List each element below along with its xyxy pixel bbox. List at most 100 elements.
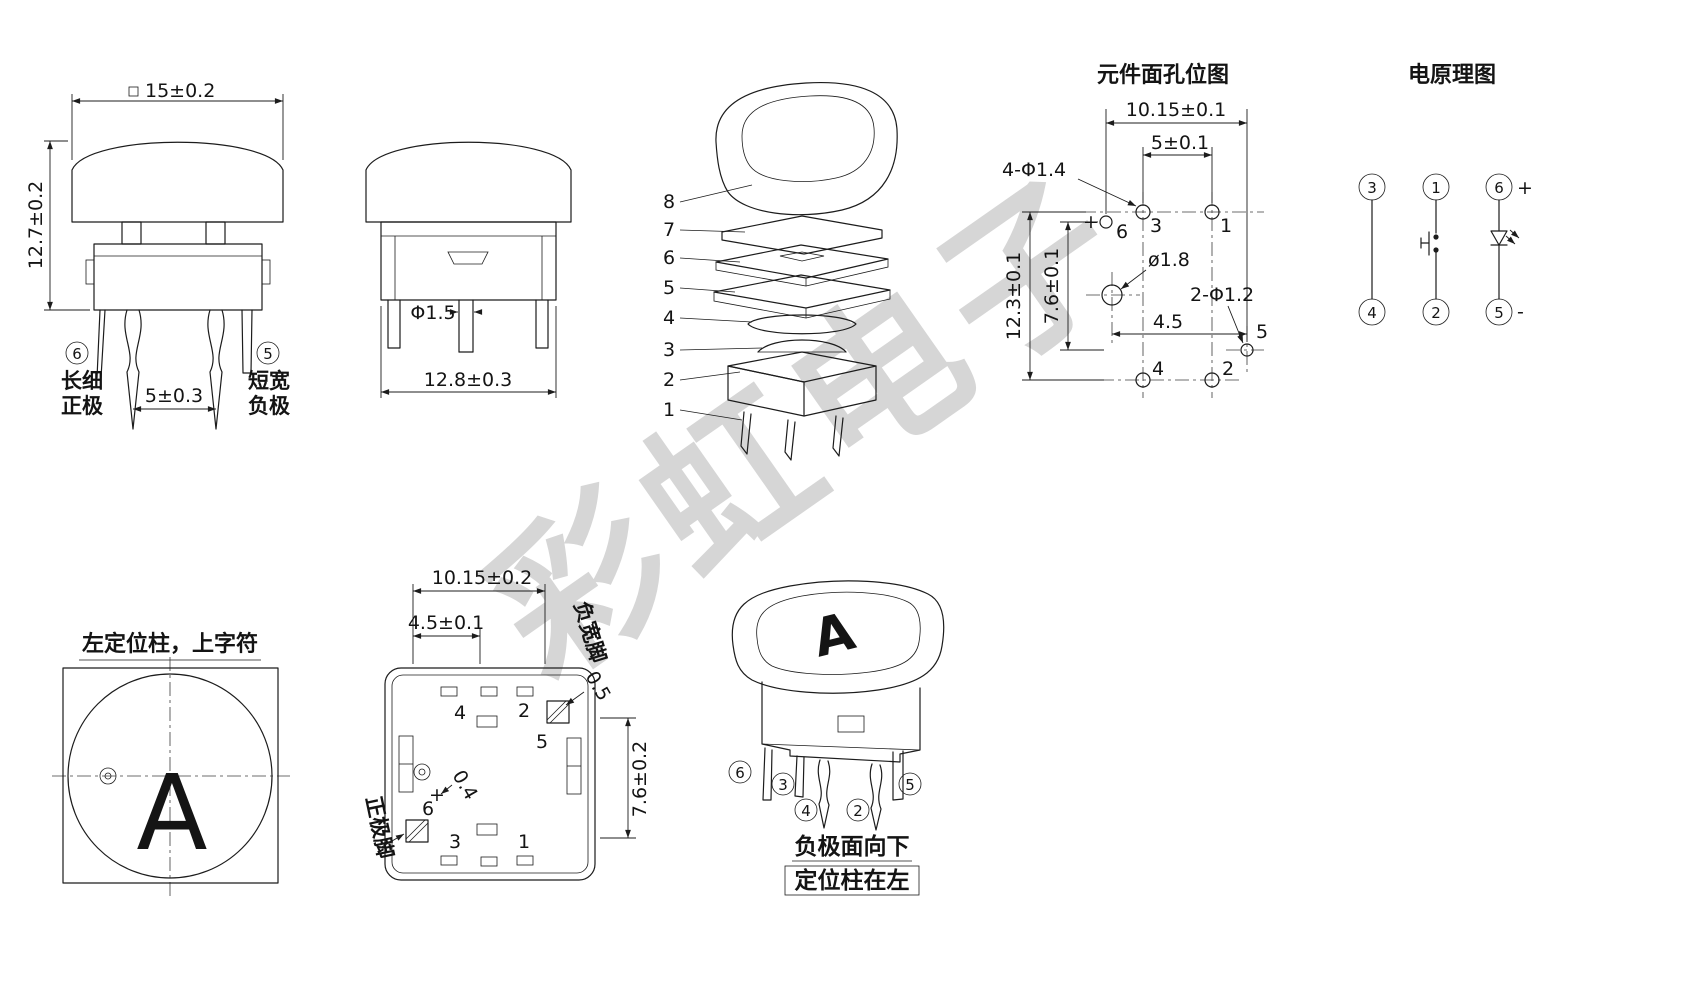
- balloon-4: [794, 798, 818, 822]
- part4-ring: [747, 314, 857, 335]
- front-view: 15±0.2 12.7±0.2 5±0.3 6 长细 正极 5 短宽 负极: [25, 80, 291, 430]
- led-pin-negative: [241, 309, 253, 374]
- balloon2-number: 2: [853, 802, 863, 820]
- slot: [480, 856, 498, 867]
- hole6-label: 6: [1116, 221, 1128, 243]
- part-number-5: 5: [663, 277, 675, 299]
- cap-outline-3d: [731, 580, 945, 694]
- housing-side: [380, 221, 557, 301]
- housing-3d: [761, 681, 921, 763]
- bottom-pin3-label: 3: [449, 831, 461, 853]
- cap-outline-top: [62, 667, 279, 884]
- top-view-title: 左定位柱，上字符: [82, 631, 258, 657]
- slot: [516, 686, 534, 697]
- pin-2-3d: [869, 763, 883, 831]
- cap-circle: [67, 673, 273, 879]
- switch-pin-left: [124, 309, 142, 430]
- front-height-dim: 12.7±0.2: [25, 181, 47, 269]
- locating-post-bottom: [413, 763, 431, 781]
- balloon-5: [898, 772, 922, 796]
- switch-holes-label: 4-Φ1.4: [1002, 159, 1066, 181]
- cap-post-left: [121, 221, 142, 245]
- hole-height-dim: 12.3±0.1: [1003, 252, 1025, 340]
- housing-notch: [447, 251, 489, 265]
- pin-6-3d: [762, 747, 773, 801]
- pin6-number: 6: [72, 345, 82, 363]
- part-number-6: 6: [663, 247, 675, 269]
- base-tab-left: [85, 259, 95, 285]
- part-number-1: 1: [663, 399, 675, 421]
- pin5-number: 5: [263, 345, 273, 363]
- switch-symbol: [1420, 231, 1439, 256]
- cap-outline-side: [365, 141, 572, 223]
- orientation-note-box: [784, 865, 920, 896]
- pin6-desc-line2: 正极: [61, 394, 104, 418]
- pin-5-3d: [892, 750, 904, 801]
- part-number-8: 8: [663, 191, 675, 213]
- bottom-offset-dim: 4.5±0.1: [408, 612, 484, 634]
- minus-mark: -: [1517, 301, 1524, 323]
- part-number-7: 7: [663, 219, 675, 241]
- pin-4-3d: [817, 759, 831, 829]
- led-holes-label: 2-Φ1.2: [1190, 284, 1254, 306]
- negative-wide-pin: [546, 700, 570, 724]
- part8-cap: [715, 81, 898, 216]
- switch-pin-right: [207, 309, 225, 430]
- part7-plate: [721, 215, 883, 255]
- positive-pin: [405, 819, 429, 843]
- offset-dim: 4.5: [1153, 311, 1183, 333]
- exploded-view: 8 7 6 5 4 3 2 1: [663, 81, 898, 461]
- side-width-dim: 12.8±0.3: [424, 369, 512, 391]
- top-pins-dim: 5±0.1: [1151, 132, 1209, 154]
- slot: [440, 686, 458, 697]
- pin-3-3d: [794, 755, 805, 798]
- part-number-3: 3: [663, 339, 675, 361]
- schematic-view: 电原理图 3 1 6 4 2 5 + -: [1358, 63, 1533, 326]
- housing-outline-bottom: [384, 667, 596, 881]
- pin5-balloon: [256, 341, 280, 365]
- housing-vent: [837, 715, 865, 733]
- hole1-label: 1: [1220, 215, 1232, 237]
- part1-pins: [740, 411, 752, 455]
- positive-pin-dim: 0.4: [448, 767, 482, 804]
- bottom-pin2-label: 2: [518, 700, 530, 722]
- terminal6-number: 6: [1494, 179, 1504, 197]
- hole-6: [1099, 215, 1113, 229]
- front-width-dim: 15±0.2: [145, 80, 215, 102]
- bottom-pin5-label: 5: [536, 731, 548, 753]
- terminal5-number: 5: [1494, 304, 1504, 322]
- center-hole: [1101, 284, 1123, 306]
- hole-2: [1204, 372, 1220, 388]
- hole2-label: 2: [1222, 358, 1234, 380]
- shaft-dim: Φ1.5: [410, 302, 455, 324]
- part3-dome: [757, 339, 847, 353]
- part-number-2: 2: [663, 369, 675, 391]
- terminal1-number: 1: [1431, 179, 1441, 197]
- terminal4-number: 4: [1367, 304, 1377, 322]
- center-slot-top: [476, 715, 498, 728]
- hole-4: [1135, 372, 1151, 388]
- cap-letter: A: [136, 752, 207, 874]
- polarity-plus-mark: +: [1083, 211, 1099, 233]
- part-number-4: 4: [663, 307, 675, 329]
- bottom-pin4-label: 4: [454, 702, 466, 724]
- cap-post-right: [205, 221, 226, 245]
- center-slot-bottom: [476, 823, 498, 836]
- schematic-title: 电原理图: [1408, 63, 1496, 88]
- balloon-6: [728, 760, 752, 784]
- top-view: 左定位柱，上字符 A: [52, 631, 290, 896]
- balloon5-number: 5: [905, 776, 915, 794]
- hole-1: [1204, 204, 1220, 220]
- plus-mark: +: [1517, 177, 1533, 199]
- balloon-3: [771, 772, 795, 796]
- positive-plus-mark: +: [429, 784, 445, 806]
- hole3-label: 3: [1150, 215, 1162, 237]
- balloon3-number: 3: [778, 776, 788, 794]
- perspective-view: A 6 3 4 2 5 负极面向下 定位柱在左: [728, 580, 945, 896]
- orientation-note-line1: 负极面向下: [795, 833, 910, 860]
- balloon-2: [846, 798, 870, 822]
- bottom-led-pins-dim: 7.6±0.2: [629, 741, 651, 817]
- locating-post: [99, 767, 117, 785]
